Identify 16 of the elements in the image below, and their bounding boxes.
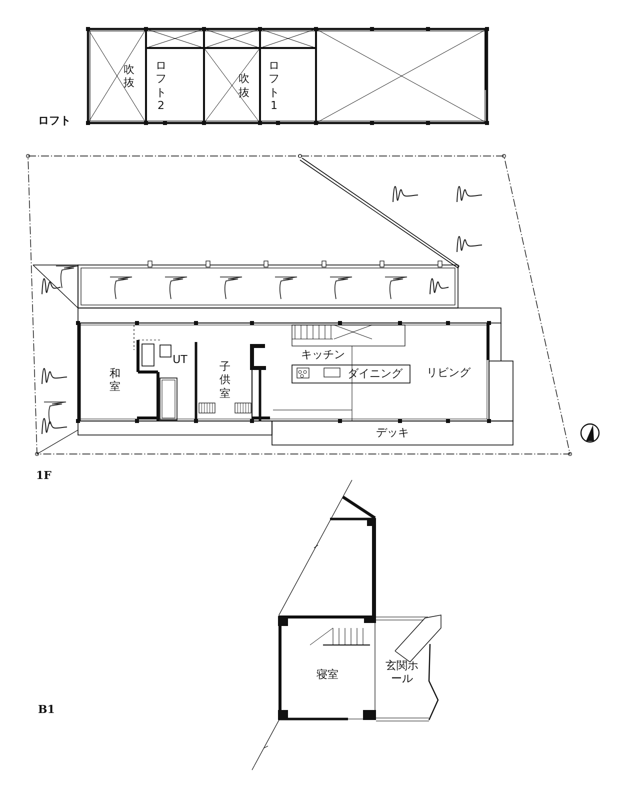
floor-label: ロフト [38, 113, 71, 128]
room-label: デッキ [376, 426, 409, 440]
room-label: 吹抜 [238, 72, 250, 99]
room-label: 子供室 [219, 360, 231, 400]
room-label: 玄関ホール [384, 660, 420, 686]
room-label: UT [172, 354, 188, 366]
floor-label: 1F [36, 469, 52, 482]
room-label: リビング [426, 366, 470, 380]
room-label: キッチン [301, 349, 345, 362]
room-label: 和室 [109, 366, 121, 394]
room-label: ロフト1 [268, 59, 280, 112]
room-label: 吹抜 [123, 62, 135, 90]
room-label: 寝室 [316, 668, 338, 682]
room-label: ダイニング [348, 368, 402, 380]
floor-label: B1 [38, 703, 55, 716]
room-label: ロフト2 [155, 59, 167, 112]
